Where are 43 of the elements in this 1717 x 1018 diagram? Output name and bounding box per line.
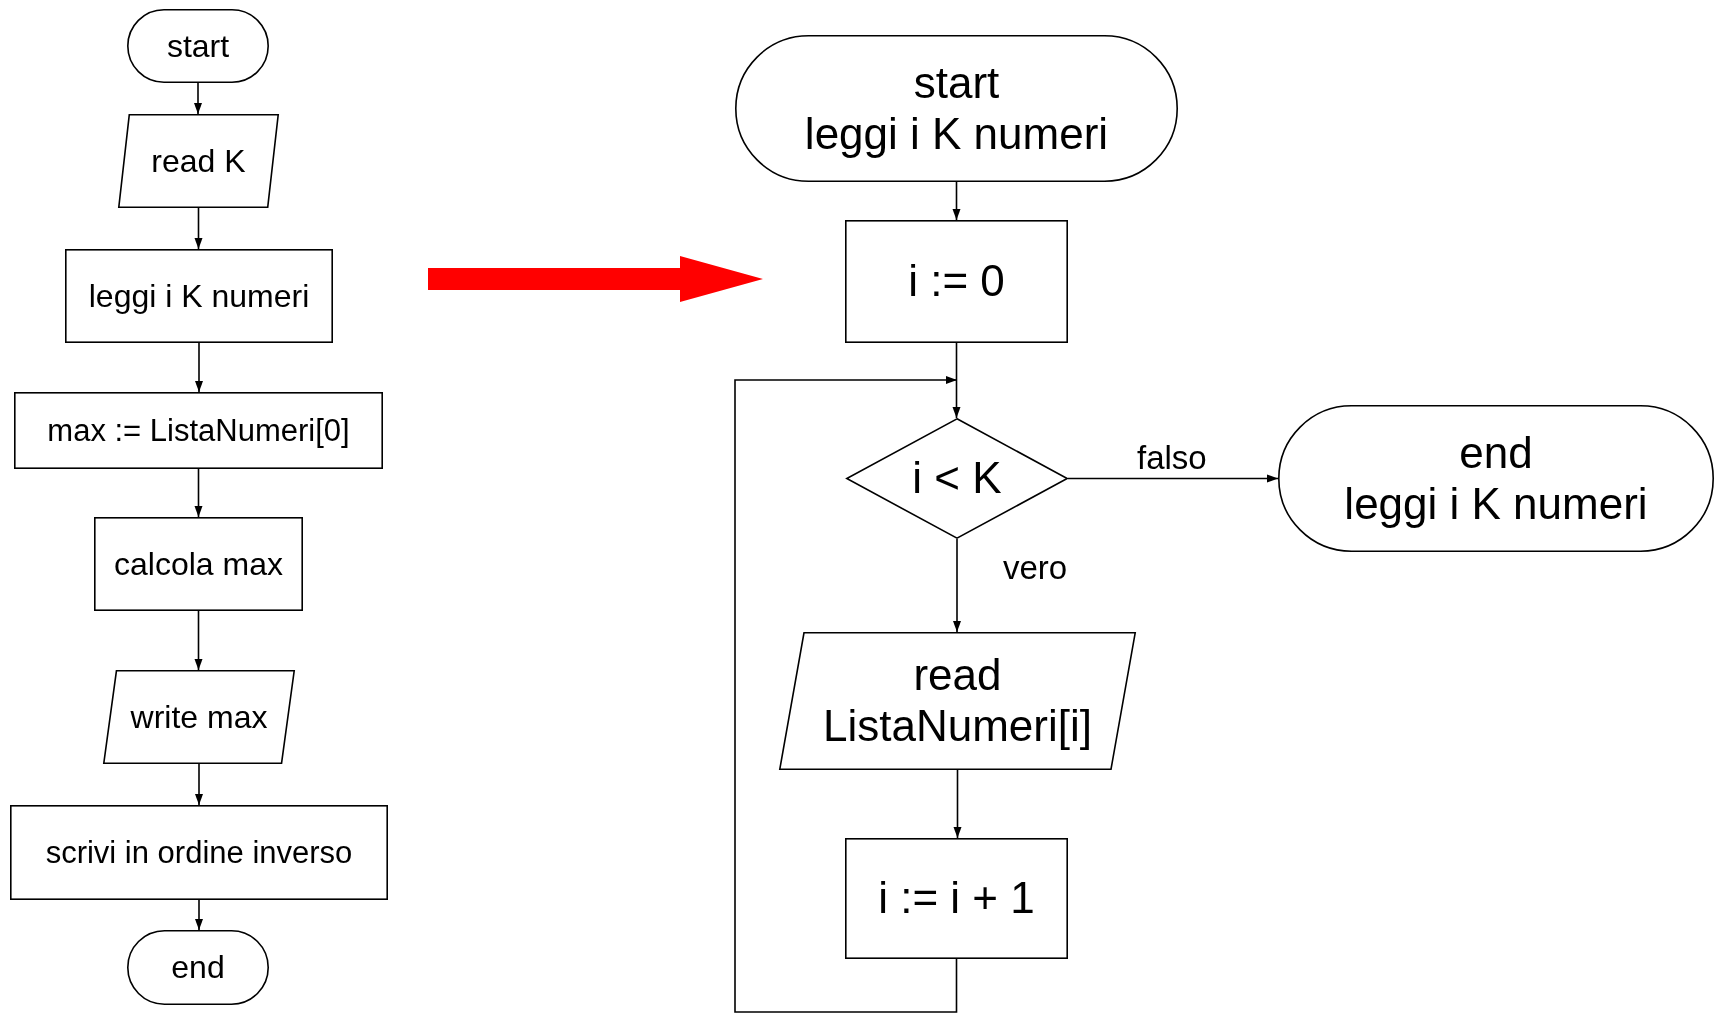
- process-box: [14, 392, 383, 469]
- input-output-parallelogram: [103, 670, 295, 764]
- node-label: leggi i K numeri: [804, 108, 1109, 160]
- node-label: read K: [151, 142, 246, 180]
- node-label: start: [166, 27, 230, 65]
- input-output-parallelogram: [118, 114, 279, 208]
- node-label: end: [171, 949, 225, 986]
- arrow: [194, 468, 203, 518]
- node-label: read ListaNumeri[i]: [822, 650, 1093, 752]
- arrow: [953, 538, 961, 633]
- arrow: [194, 207, 203, 250]
- node-label: max := ListaNumeri[0]: [47, 412, 350, 449]
- arrow: [952, 342, 961, 419]
- process-box: [65, 249, 333, 343]
- arrow: [952, 181, 961, 221]
- arrow: [195, 763, 203, 806]
- node-label: i < K: [912, 453, 1002, 504]
- node-label: end: [1459, 427, 1533, 479]
- node-label: i := 0: [908, 256, 1005, 307]
- arrow: [953, 769, 962, 839]
- terminal-shape: [735, 35, 1178, 182]
- process-box: [94, 517, 303, 611]
- terminal-shape: [1278, 405, 1714, 552]
- terminal-shape: [127, 9, 269, 83]
- arrow: [1067, 474, 1279, 483]
- process-box: [845, 838, 1068, 959]
- process-box: [10, 805, 388, 900]
- process-box: [845, 220, 1068, 343]
- node-label: scrivi in ordine inverso: [45, 834, 353, 871]
- arrow: [194, 82, 202, 115]
- arrow: [195, 899, 203, 931]
- node-label: calcola max: [114, 545, 283, 583]
- terminal-shape: [127, 930, 269, 1005]
- arrow: [194, 610, 203, 671]
- input-output-parallelogram: [779, 632, 1136, 770]
- node-label: start: [913, 57, 1000, 109]
- arrow: [195, 342, 203, 393]
- decision-diamond: [846, 418, 1068, 539]
- node-label: i := i + 1: [878, 873, 1035, 924]
- arrow: [734, 376, 958, 1013]
- node-label: write max: [130, 698, 268, 736]
- node-label: leggi i K numeri: [88, 277, 310, 315]
- node-label: leggi i K numeri: [1344, 478, 1648, 530]
